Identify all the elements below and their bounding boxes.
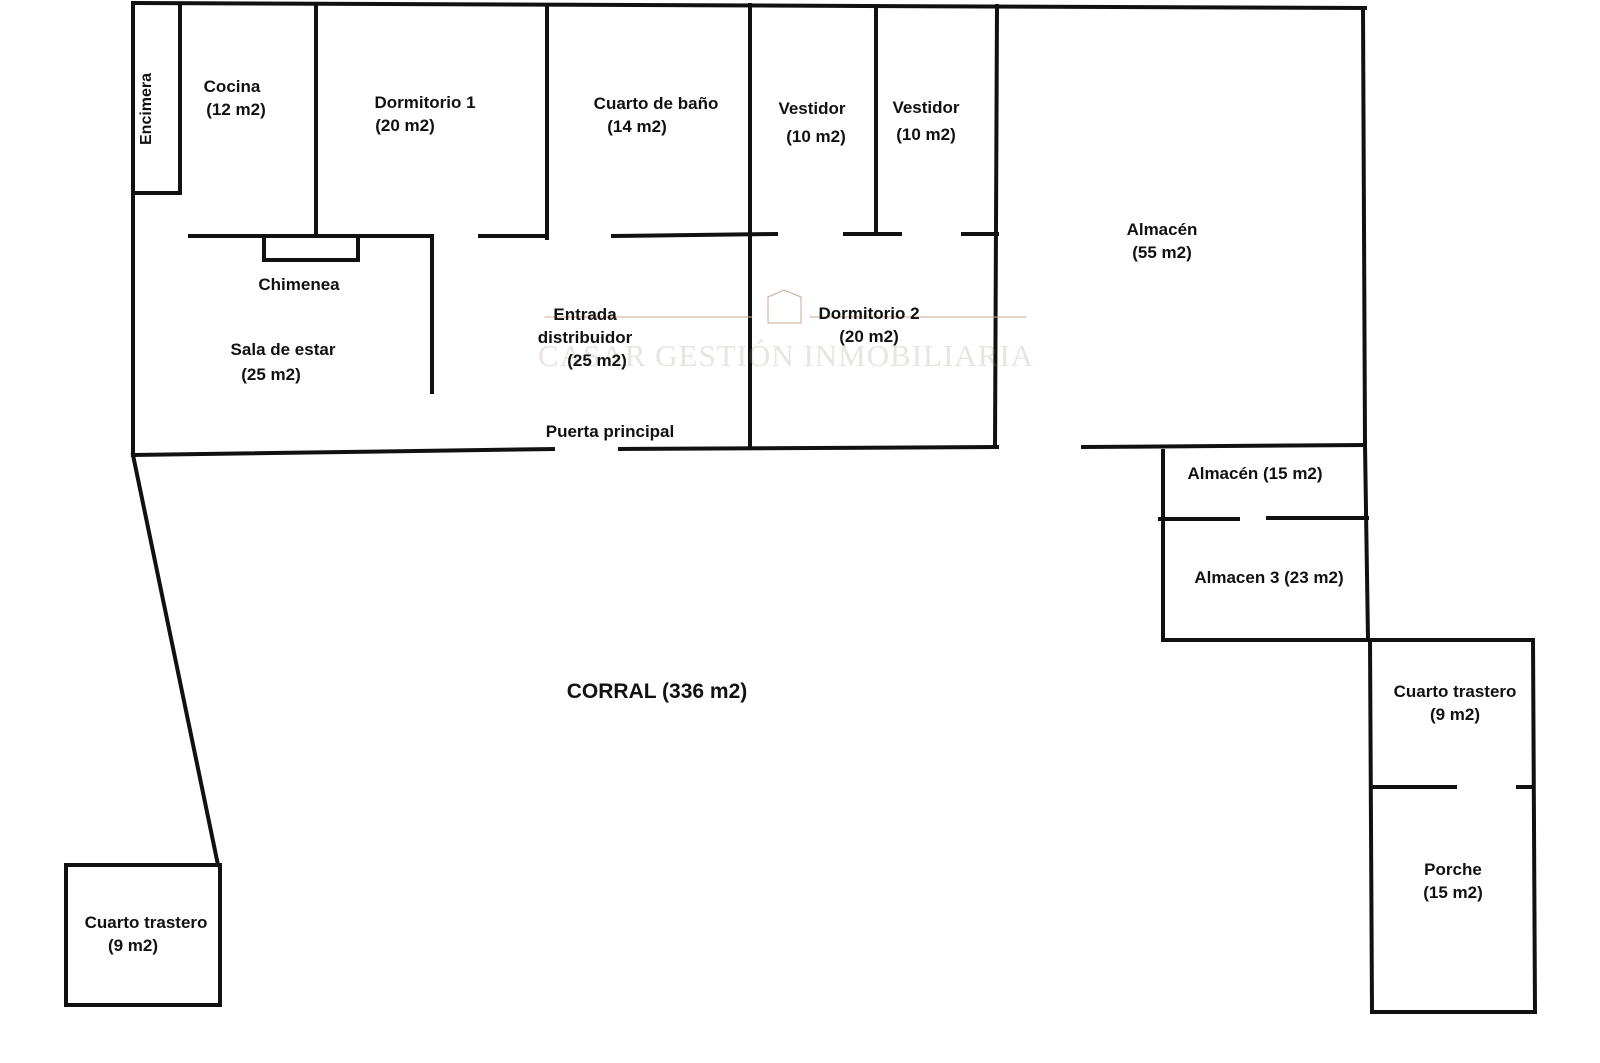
room-dormitorio-2: Dormitorio 2(20 m2) <box>818 304 920 346</box>
room-almacen-55: Almacén(55 m2) <box>1126 220 1198 262</box>
label-puerta-principal: Puerta principal <box>545 422 675 441</box>
room-almacen-3: Almacen 3 (23 m2) <box>1194 568 1344 587</box>
room-cocina: Cocina(12 m2) <box>203 77 266 119</box>
watermark: CASAR GESTIÓN INMOBILIARIA <box>538 338 1035 373</box>
room-vestidor-1: Vestidor(10 m2) <box>778 99 846 146</box>
room-porche: Porche(15 m2) <box>1423 860 1483 902</box>
label-chimenea: Chimenea <box>258 275 340 294</box>
room-vestidor-2: Vestidor(10 m2) <box>892 98 960 144</box>
room-sala-de-estar: Sala de estar(25 m2) <box>230 340 336 384</box>
label-encimera: Encimera <box>138 72 155 145</box>
room-dormitorio-1: Dormitorio 1(20 m2) <box>374 93 476 135</box>
room-bano: Cuarto de baño(14 m2) <box>593 94 719 136</box>
room-almacen-15: Almacén (15 m2) <box>1187 464 1323 483</box>
area-corral: CORRAL (336 m2) <box>566 680 748 703</box>
house-logo-icon <box>767 289 802 324</box>
room-cuarto-trastero-right: Cuarto trastero(9 m2) <box>1393 682 1517 724</box>
room-cuarto-trastero-left: Cuarto trastero(9 m2) <box>84 913 208 955</box>
